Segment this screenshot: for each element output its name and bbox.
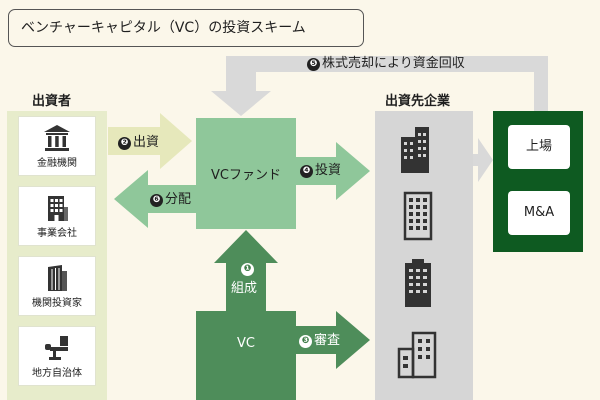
exit-mna: M&A xyxy=(508,191,570,235)
government-chair-icon xyxy=(19,333,95,367)
company-building-icon xyxy=(403,191,433,241)
investor-card: 金融機関 xyxy=(18,116,96,176)
investor-label: 事業会社 xyxy=(37,228,77,239)
vc-fund-box: VCファンド xyxy=(196,118,296,229)
exit-box: 上場 M&A xyxy=(493,111,583,252)
vc-box: VC xyxy=(196,311,296,400)
flow-label-1-text: 組成 xyxy=(231,281,258,296)
investor-card: 地方自治体 xyxy=(18,326,96,386)
tall-building-icon xyxy=(19,263,95,297)
investors-panel: 金融機関 事業会社 xyxy=(7,111,107,400)
investor-card: 事業会社 xyxy=(18,186,96,246)
company-building-icon xyxy=(397,331,437,379)
company-building-icon xyxy=(401,127,429,173)
investors-header: 出資者 xyxy=(32,94,72,109)
investor-label: 地方自治体 xyxy=(32,368,82,379)
investor-card: 機関投資家 xyxy=(18,256,96,316)
company-building-icon xyxy=(405,259,431,307)
investees-header: 出資先企業 xyxy=(385,94,451,109)
flow-label-1-num: ❶ xyxy=(241,262,256,276)
investor-label: 機関投資家 xyxy=(32,298,82,309)
diagram-title: ベンチャーキャピタル（VC）の投資スキーム xyxy=(8,9,364,47)
investor-label: 金融機関 xyxy=(37,158,77,169)
exit-ipo: 上場 xyxy=(508,125,570,169)
vc-label: VC xyxy=(237,336,255,351)
office-building-icon xyxy=(19,193,95,227)
bank-icon xyxy=(19,123,95,157)
vc-fund-label: VCファンド xyxy=(211,168,281,183)
investees-panel xyxy=(375,111,473,400)
